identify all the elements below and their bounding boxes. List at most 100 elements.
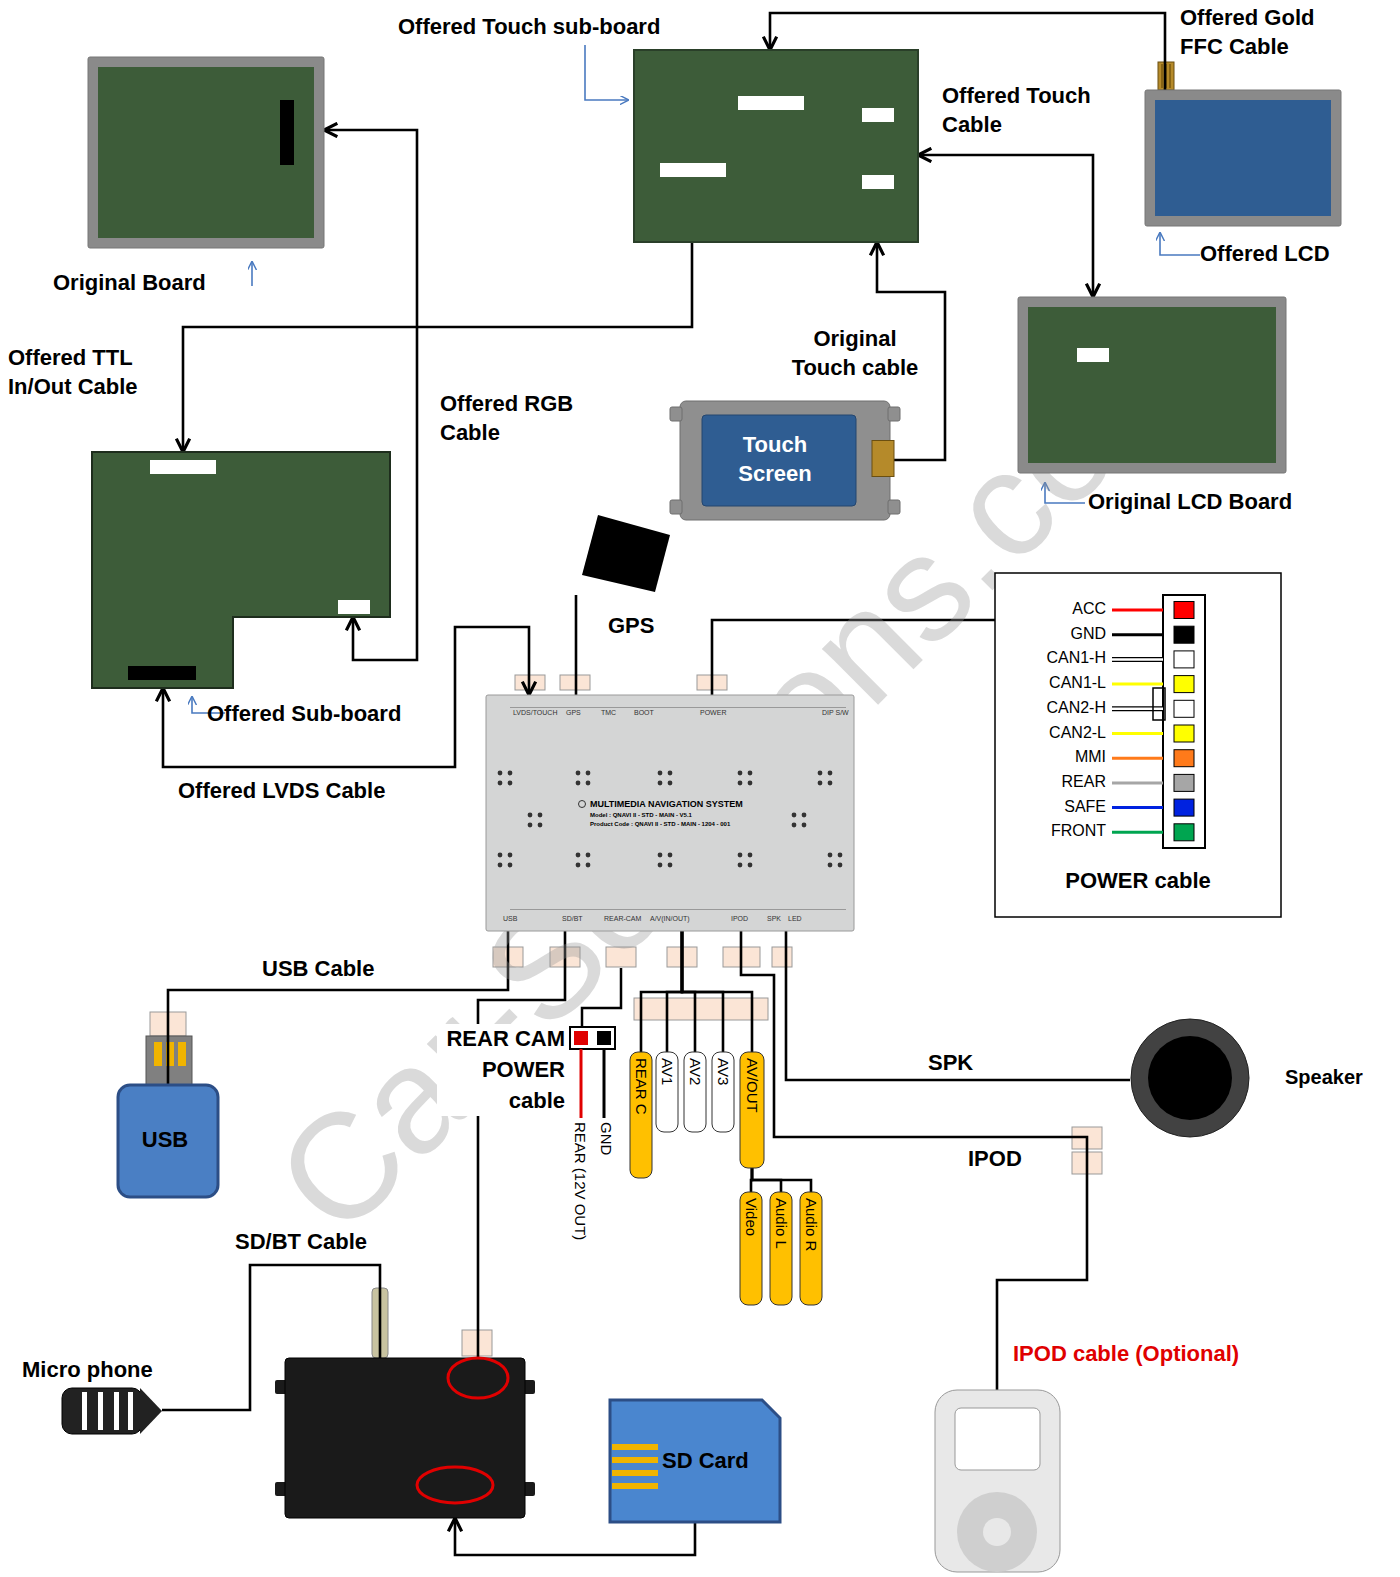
wire [1112,732,1163,735]
wire [1112,806,1163,809]
shape [680,393,890,528]
vent-hole [828,771,833,776]
vent-hole [576,863,581,868]
cable-label: SPK [928,1049,973,1078]
cable-connector [752,1168,811,1192]
node-label: AV1 [656,1058,678,1085]
vent-hole [828,863,833,868]
board-connector [150,460,216,474]
vent-hole [498,853,503,858]
wire [1112,658,1163,661]
sd-node: SD Card [610,1400,780,1522]
touch-node: Touch Screen [680,393,890,528]
vent-hole [508,853,513,858]
vent-hole [738,863,743,868]
node-label: SD/BT Cable [235,1228,367,1257]
usb-pin [178,1042,186,1066]
cable-name: GND [598,1122,615,1155]
cable-connector [575,595,578,695]
sd-contact [612,1483,658,1489]
black-wire [603,1049,606,1118]
shape [285,1358,525,1518]
node-label: Original LCD Board [1088,488,1292,517]
touch-tab [872,441,894,477]
vent-hole [498,781,503,786]
port-name: SPK [767,915,781,922]
vent-hole [738,771,743,776]
vent-hole [658,863,663,868]
vent-hole [538,823,543,828]
mic-node: Micro phone [62,1388,162,1434]
port-name: BOOT [634,709,654,716]
legend-box [995,573,1281,917]
wire-name: GND [990,625,1106,643]
vent-hole [508,863,513,868]
vent-hole [576,781,581,786]
wire-name: REAR [990,773,1106,791]
cable-connector [455,1518,695,1555]
red-pin [574,1031,588,1045]
pin-swatch [1174,725,1194,742]
seam [510,909,846,910]
cable-label: Offered Touch Cable [942,82,1127,139]
port-name: TMC [601,709,616,716]
cable-plug [712,1052,734,1132]
touch-panel [702,415,856,506]
vent-hole [576,853,581,858]
vent-hole [586,771,591,776]
port-name: LED [788,915,802,922]
frame-node: Original LCD Board [1018,297,1286,473]
cable-name: REAR (12V OUT) [572,1122,589,1240]
gps-antenna [582,515,670,592]
gps-node: GPS [565,515,675,595]
pill-node: Video [740,1192,762,1305]
rear-cam-connector [570,1027,615,1049]
mic-band [82,1392,87,1430]
bracket [1153,688,1165,720]
vent-hole [748,781,753,786]
wire [1112,831,1163,834]
cable-label: Offered Gold FFC Cable [1180,4,1355,61]
wire-name: MMI [990,748,1106,766]
click-wheel [957,1492,1037,1572]
board-connector [280,100,294,165]
mic-band [98,1392,103,1430]
wire [1112,708,1163,711]
cable-connector [741,931,1087,1390]
vent-hole [668,863,673,868]
navigation-unit [486,695,854,931]
vent-hole [498,863,503,868]
node-label: Offered Sub-board [207,700,401,729]
vent-hole [668,853,673,858]
cable-connector [667,931,682,1052]
frame-node: Offered LCD [1145,90,1341,226]
shape [1130,1018,1250,1138]
vent-hole [586,853,591,858]
pin-swatch [1174,602,1194,619]
vent-hole [818,771,823,776]
shape [995,573,1281,917]
node-label: AV2 [684,1058,706,1085]
vent-hole [748,771,753,776]
wire-name: ACC [990,600,1106,618]
port-name: USB [503,915,517,922]
wire [1112,781,1163,784]
seam [510,707,846,708]
vent-hole [538,813,543,818]
node-text: Model : QNAVI II - STD - MAIN - V5.1 [590,812,692,820]
usb-node: USB [118,1085,218,1197]
frame-tab [888,500,900,514]
touch-frame [680,401,890,520]
shape [92,452,390,688]
power-connector [1163,595,1205,848]
vent-hole [748,853,753,858]
microphone [62,1388,142,1434]
pill-node: AV2 [684,1052,706,1132]
port-name: A/V(IN/OUT) [650,915,690,922]
cable-plug [630,1052,652,1178]
node-label: Original Board [53,269,206,298]
shape [935,1390,1060,1572]
node-label: Micro phone [22,1356,153,1385]
frame-node: Original Board [88,57,324,248]
vent-hole [792,813,797,818]
